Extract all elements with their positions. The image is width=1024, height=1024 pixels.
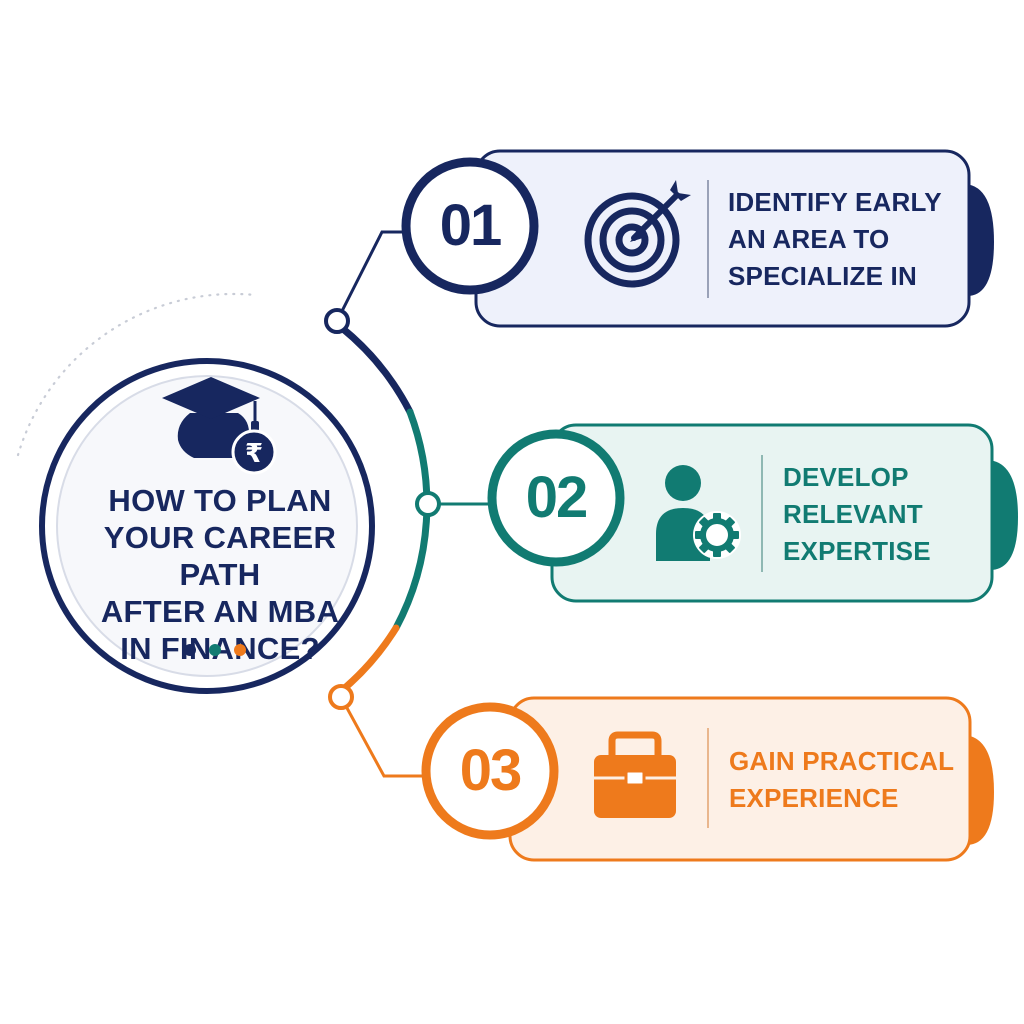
timeline-node-3: [328, 684, 354, 710]
graduate-rupee-icon: ₹: [162, 377, 277, 475]
step-text-line: GAIN PRACTICAL: [729, 746, 955, 776]
center-title: HOW TO PLAN YOUR CAREER PATH AFTER AN MB…: [70, 482, 370, 667]
step-text-line: AN AREA TO: [728, 224, 890, 254]
timeline-node-1: [324, 308, 350, 334]
step-text-3: GAIN PRACTICAL EXPERIENCE: [729, 743, 954, 817]
svg-text:₹: ₹: [245, 439, 263, 469]
number-circle-2: [487, 429, 625, 567]
title-line: AFTER AN MBA: [100, 594, 340, 629]
title-line: HOW TO PLAN: [108, 483, 332, 518]
teal-dot: [209, 644, 221, 656]
step-number-3: 03: [459, 738, 523, 803]
number-circle-3: [421, 702, 559, 840]
number-circle-1: [401, 157, 539, 295]
step-text-line: EXPERTISE: [783, 536, 931, 566]
navy-dot: [184, 644, 196, 656]
connector-line-3: [339, 696, 425, 778]
target-arrow-icon: [584, 180, 691, 288]
step-number-1: 01: [439, 193, 503, 258]
step-text-line: SPECIALIZE IN: [728, 261, 917, 291]
color-dots: [184, 644, 248, 656]
step-text-line: RELEVANT: [783, 499, 923, 529]
step-text-line: IDENTIFY EARLY: [728, 187, 942, 217]
timeline-node-2: [415, 491, 441, 517]
briefcase-icon: [594, 731, 676, 818]
step-text-line: EXPERIENCE: [729, 783, 899, 813]
orange-dot: [234, 644, 246, 656]
step-text-2: DEVELOP RELEVANT EXPERTISE: [783, 459, 931, 570]
person-gear-icon: [656, 465, 741, 561]
title-line: YOUR CAREER PATH: [103, 520, 337, 592]
timeline-arc-teal: [392, 408, 431, 632]
center-circle-inner: [56, 375, 358, 677]
step-text-line: DEVELOP: [783, 462, 909, 492]
timeline-arc-navy: [338, 324, 414, 416]
connector-line-1: [335, 230, 408, 322]
step-number-2: 02: [525, 465, 589, 530]
step-text-1: IDENTIFY EARLY AN AREA TO SPECIALIZE IN: [728, 184, 942, 295]
